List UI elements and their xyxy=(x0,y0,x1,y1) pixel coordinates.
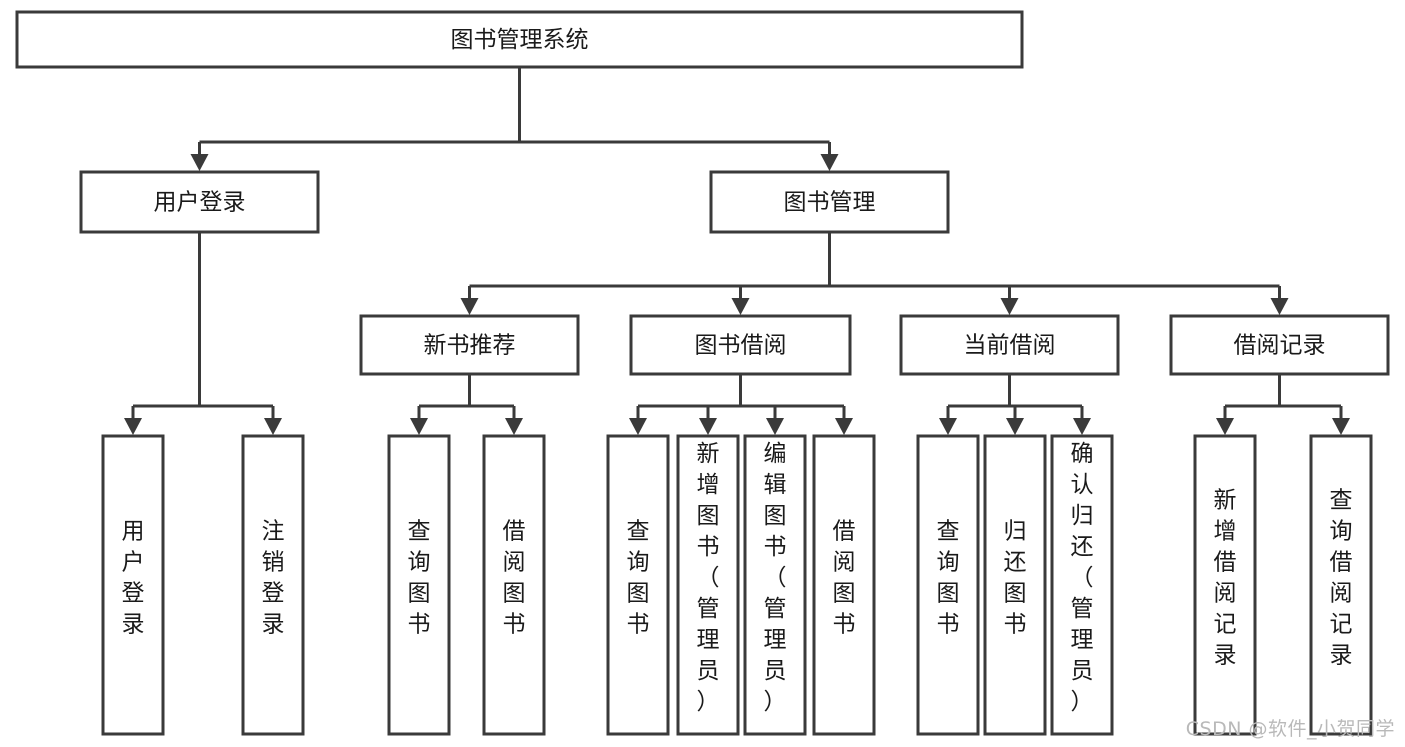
node-label: 新增借阅记录 xyxy=(1214,488,1237,669)
node-box[interactable] xyxy=(101,434,165,736)
node-box[interactable] xyxy=(1309,434,1373,736)
node-label: 归还图书 xyxy=(1004,519,1027,638)
node-box[interactable] xyxy=(812,434,876,736)
node-new-book-recommend[interactable]: 新书推荐 xyxy=(359,314,580,376)
node-label: 借阅图书 xyxy=(833,519,856,638)
node-leaf-query-book-borrow[interactable]: 查询图书 xyxy=(606,434,670,736)
arrow-head-icon xyxy=(820,154,839,171)
node-box[interactable] xyxy=(676,434,740,736)
watermark-text: CSDN @软件_小贺同学 xyxy=(1185,718,1395,740)
node-label: 确认归还（管理员） xyxy=(1071,441,1094,715)
arrow-head-icon xyxy=(190,154,209,171)
arrow-head-icon xyxy=(1000,298,1019,315)
node-leaf-add-book-admin[interactable]: 新增图书（管理员） xyxy=(676,434,740,736)
arrow-head-icon xyxy=(699,418,717,435)
node-box[interactable] xyxy=(387,434,451,736)
node-label: 编辑图书（管理员） xyxy=(764,441,787,715)
node-leaf-edit-book-admin[interactable]: 编辑图书（管理员） xyxy=(743,434,807,736)
node-box[interactable] xyxy=(482,434,546,736)
node-label: 查询借阅记录 xyxy=(1330,488,1353,669)
node-label: 借阅记录 xyxy=(1234,333,1326,359)
arrow-head-icon xyxy=(1332,418,1350,435)
node-leaf-logout[interactable]: 注销登录 xyxy=(241,434,305,736)
node-box[interactable] xyxy=(916,434,980,736)
node-box[interactable] xyxy=(743,434,807,736)
arrow-head-icon xyxy=(939,418,957,435)
node-leaf-borrow-book[interactable]: 借阅图书 xyxy=(812,434,876,736)
node-box[interactable] xyxy=(709,170,950,234)
node-book-management[interactable]: 图书管理 xyxy=(709,170,950,234)
node-box[interactable] xyxy=(1193,434,1257,736)
node-label: 图书借阅 xyxy=(695,333,787,359)
arrow-head-icon xyxy=(124,418,142,435)
node-leaf-user-login[interactable]: 用户登录 xyxy=(101,434,165,736)
node-leaf-query-book-current[interactable]: 查询图书 xyxy=(916,434,980,736)
node-book-borrow[interactable]: 图书借阅 xyxy=(629,314,852,376)
arrow-head-icon xyxy=(1006,418,1024,435)
node-box[interactable] xyxy=(79,170,320,234)
arrow-head-icon xyxy=(1270,298,1289,315)
node-label: 查询图书 xyxy=(937,519,960,638)
arrow-head-icon xyxy=(1073,418,1091,435)
arrow-head-icon xyxy=(505,418,523,435)
node-leaf-confirm-return-admin[interactable]: 确认归还（管理员） xyxy=(1050,434,1114,736)
node-root[interactable]: 图书管理系统 xyxy=(15,10,1024,69)
node-current-borrow[interactable]: 当前借阅 xyxy=(899,314,1120,376)
node-leaf-borrow-book-recommend[interactable]: 借阅图书 xyxy=(482,434,546,736)
node-box[interactable] xyxy=(359,314,580,376)
arrow-head-icon xyxy=(731,298,750,315)
arrow-head-icon xyxy=(835,418,853,435)
arrow-head-icon xyxy=(629,418,647,435)
node-label: 新书推荐 xyxy=(424,333,516,359)
node-leaf-query-borrow-record[interactable]: 查询借阅记录 xyxy=(1309,434,1373,736)
node-borrow-records[interactable]: 借阅记录 xyxy=(1169,314,1390,376)
node-box[interactable] xyxy=(1169,314,1390,376)
node-leaf-return-book[interactable]: 归还图书 xyxy=(983,434,1047,736)
node-label: 借阅图书 xyxy=(503,519,526,638)
node-label: 新增图书（管理员） xyxy=(697,441,720,715)
node-box[interactable] xyxy=(15,10,1024,69)
node-box[interactable] xyxy=(1050,434,1114,736)
node-label: 注销登录 xyxy=(262,519,285,638)
arrow-head-icon xyxy=(410,418,428,435)
node-label: 查询图书 xyxy=(408,519,431,638)
node-leaf-add-borrow-record[interactable]: 新增借阅记录 xyxy=(1193,434,1257,736)
node-box[interactable] xyxy=(899,314,1120,376)
node-box[interactable] xyxy=(606,434,670,736)
node-label: 查询图书 xyxy=(627,519,650,638)
node-label: 图书管理系统 xyxy=(451,27,589,53)
node-user-login[interactable]: 用户登录 xyxy=(79,170,320,234)
node-box[interactable] xyxy=(629,314,852,376)
node-label: 用户登录 xyxy=(122,519,145,638)
node-leaf-query-book-recommend[interactable]: 查询图书 xyxy=(387,434,451,736)
node-box[interactable] xyxy=(983,434,1047,736)
node-label: 图书管理 xyxy=(784,190,876,216)
node-label: 当前借阅 xyxy=(964,333,1056,359)
arrow-head-icon xyxy=(1216,418,1234,435)
arrow-head-icon xyxy=(264,418,282,435)
node-box[interactable] xyxy=(241,434,305,736)
arrow-head-icon xyxy=(460,298,479,315)
arrow-head-icon xyxy=(766,418,784,435)
node-label: 用户登录 xyxy=(154,190,246,216)
